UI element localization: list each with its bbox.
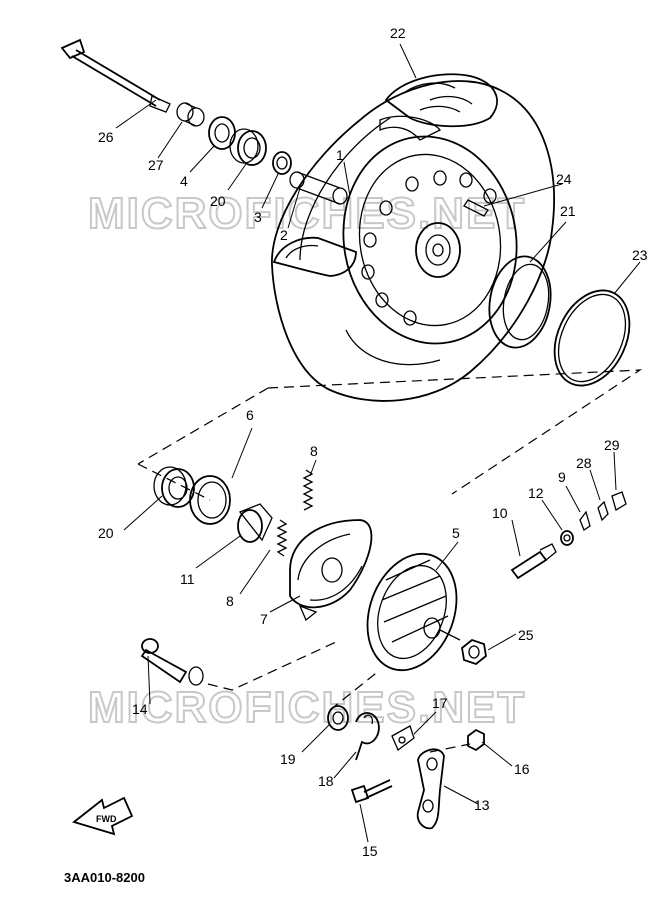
collar	[176, 102, 205, 127]
part-label-15: 15	[362, 843, 378, 859]
part-label-11: 11	[180, 571, 195, 587]
part-label-4: 4	[180, 173, 188, 189]
part-label-7: 7	[260, 611, 268, 627]
shim-28	[597, 500, 609, 522]
oil-seal-6	[189, 475, 231, 525]
part-label-17: 17	[432, 695, 448, 711]
part-label-26: 26	[98, 129, 114, 145]
oil-seal-3	[272, 151, 292, 175]
spring-8-top	[302, 469, 314, 511]
seal-9	[579, 510, 591, 531]
part-label-1: 1	[336, 147, 344, 163]
wear-indicator-17	[391, 725, 415, 752]
part-label-20-top: 20	[210, 193, 226, 209]
part-label-5: 5	[452, 525, 460, 541]
watermark-top: MICROFICHES.NET	[88, 189, 526, 238]
part-label-22: 22	[390, 25, 406, 41]
fwd-label: FWD	[96, 814, 117, 824]
rim-band-21	[488, 255, 552, 349]
part-label-16: 16	[514, 761, 530, 777]
bolt-10	[510, 543, 557, 580]
washer-12	[560, 530, 574, 546]
leader-lines	[115, 43, 641, 843]
part-label-18: 18	[318, 773, 334, 789]
part-label-24: 24	[556, 171, 572, 187]
part-label-8-top: 8	[310, 443, 318, 459]
diagram-code: 3AA010-8200	[64, 870, 145, 885]
forward-arrow-icon: FWD	[72, 796, 134, 836]
o-ring-23	[553, 289, 631, 387]
seal-axis	[329, 669, 381, 711]
bearing-20-top	[229, 128, 267, 166]
bolt-15	[350, 779, 393, 804]
nut-16	[467, 728, 485, 752]
part-label-9: 9	[558, 469, 566, 485]
spring-8-left	[276, 519, 288, 557]
return-spring-18	[355, 712, 380, 761]
part-label-20-bottom: 20	[98, 525, 114, 541]
seal-19	[327, 705, 349, 731]
part-label-8-bottom: 8	[226, 593, 234, 609]
bearing-4	[208, 116, 236, 150]
part-label-6: 6	[246, 407, 254, 423]
cam-lever-13	[416, 743, 471, 830]
bearing-20-bottom	[153, 466, 195, 508]
group-boundary	[137, 369, 643, 501]
meter-gear-11	[237, 503, 273, 543]
part-labels: 1 2 3 4 5 6 7 8 8 9 10 11 12 13 14 15 16…	[98, 25, 648, 859]
part-label-25: 25	[518, 627, 534, 643]
clip-29	[611, 491, 627, 511]
axle-shaft	[60, 38, 171, 113]
part-label-10: 10	[492, 505, 508, 521]
wheel-tire-assembly	[271, 73, 555, 402]
brake-plate-5	[366, 552, 461, 672]
part-label-27: 27	[148, 157, 164, 173]
part-label-23: 23	[632, 247, 648, 263]
camshaft-axis	[207, 641, 337, 691]
part-label-21: 21	[560, 203, 576, 219]
part-label-12: 12	[528, 485, 544, 501]
part-label-3: 3	[254, 209, 262, 225]
part-label-14: 14	[132, 701, 148, 717]
brake-shoes-7	[289, 519, 373, 622]
part-label-19: 19	[280, 751, 296, 767]
part-label-28: 28	[576, 455, 592, 471]
part-label-2: 2	[280, 227, 288, 243]
brake-camshaft-14	[140, 638, 204, 686]
part-label-29: 29	[604, 437, 620, 453]
nut-25	[461, 638, 487, 666]
valve-24	[463, 199, 489, 217]
watermark-bottom: MICROFICHES.NET	[88, 683, 526, 732]
part-label-13: 13	[474, 797, 490, 813]
